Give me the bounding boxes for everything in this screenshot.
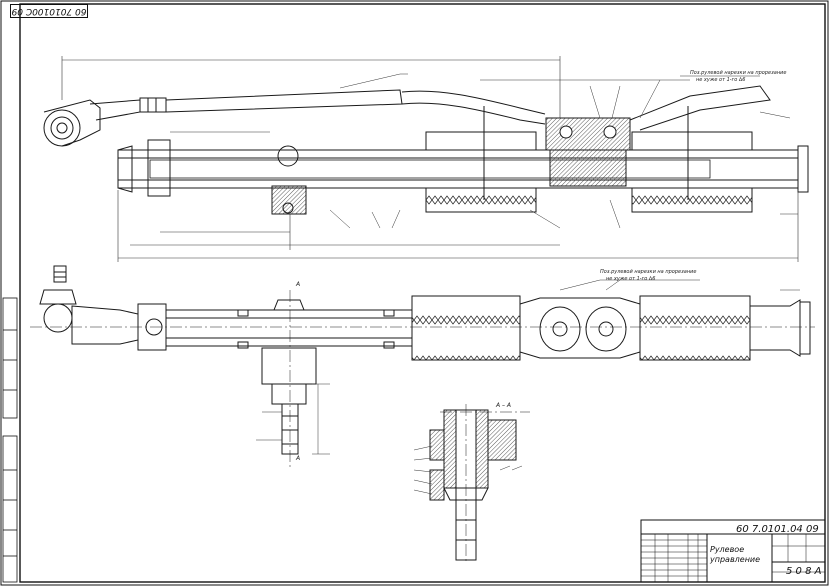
lube-note-line1: Поз.рулевой нарезки на прорезание — [690, 70, 787, 76]
lube-note-line2: не хуже от 1-го ∆6 — [696, 77, 746, 83]
left-margin-strip — [2, 297, 18, 583]
inner-frame — [19, 3, 826, 583]
section-a-a — [429, 404, 530, 562]
middle-dimensions — [256, 279, 800, 455]
lube-note-middle-line2: не хуже от 1-го ∆6 — [606, 276, 656, 282]
top-assembly-view — [43, 85, 809, 215]
title-block — [640, 519, 826, 583]
sheet-format: 5 0 8 А — [786, 566, 822, 577]
top-dimensions — [61, 56, 799, 262]
drawing-title-line1: Рулевое — [710, 545, 745, 554]
drawing-title: Рулевое управление — [710, 545, 762, 565]
document-number: 60 7.0101.04 09 — [736, 524, 819, 535]
section-label: А – А — [496, 402, 512, 409]
view-marker-bottom: А — [296, 455, 301, 462]
top-leaders — [329, 73, 791, 229]
middle-assembly-view — [30, 265, 815, 470]
section-leaders — [413, 445, 523, 495]
view-marker-top: А — [296, 281, 301, 288]
top-left-stamp: 60 7010100С 09 — [10, 4, 88, 18]
drawing-title-line2: управление — [710, 555, 761, 564]
lube-note-middle-line1: Поз.рулевой нарезки на прорезание — [600, 269, 697, 275]
